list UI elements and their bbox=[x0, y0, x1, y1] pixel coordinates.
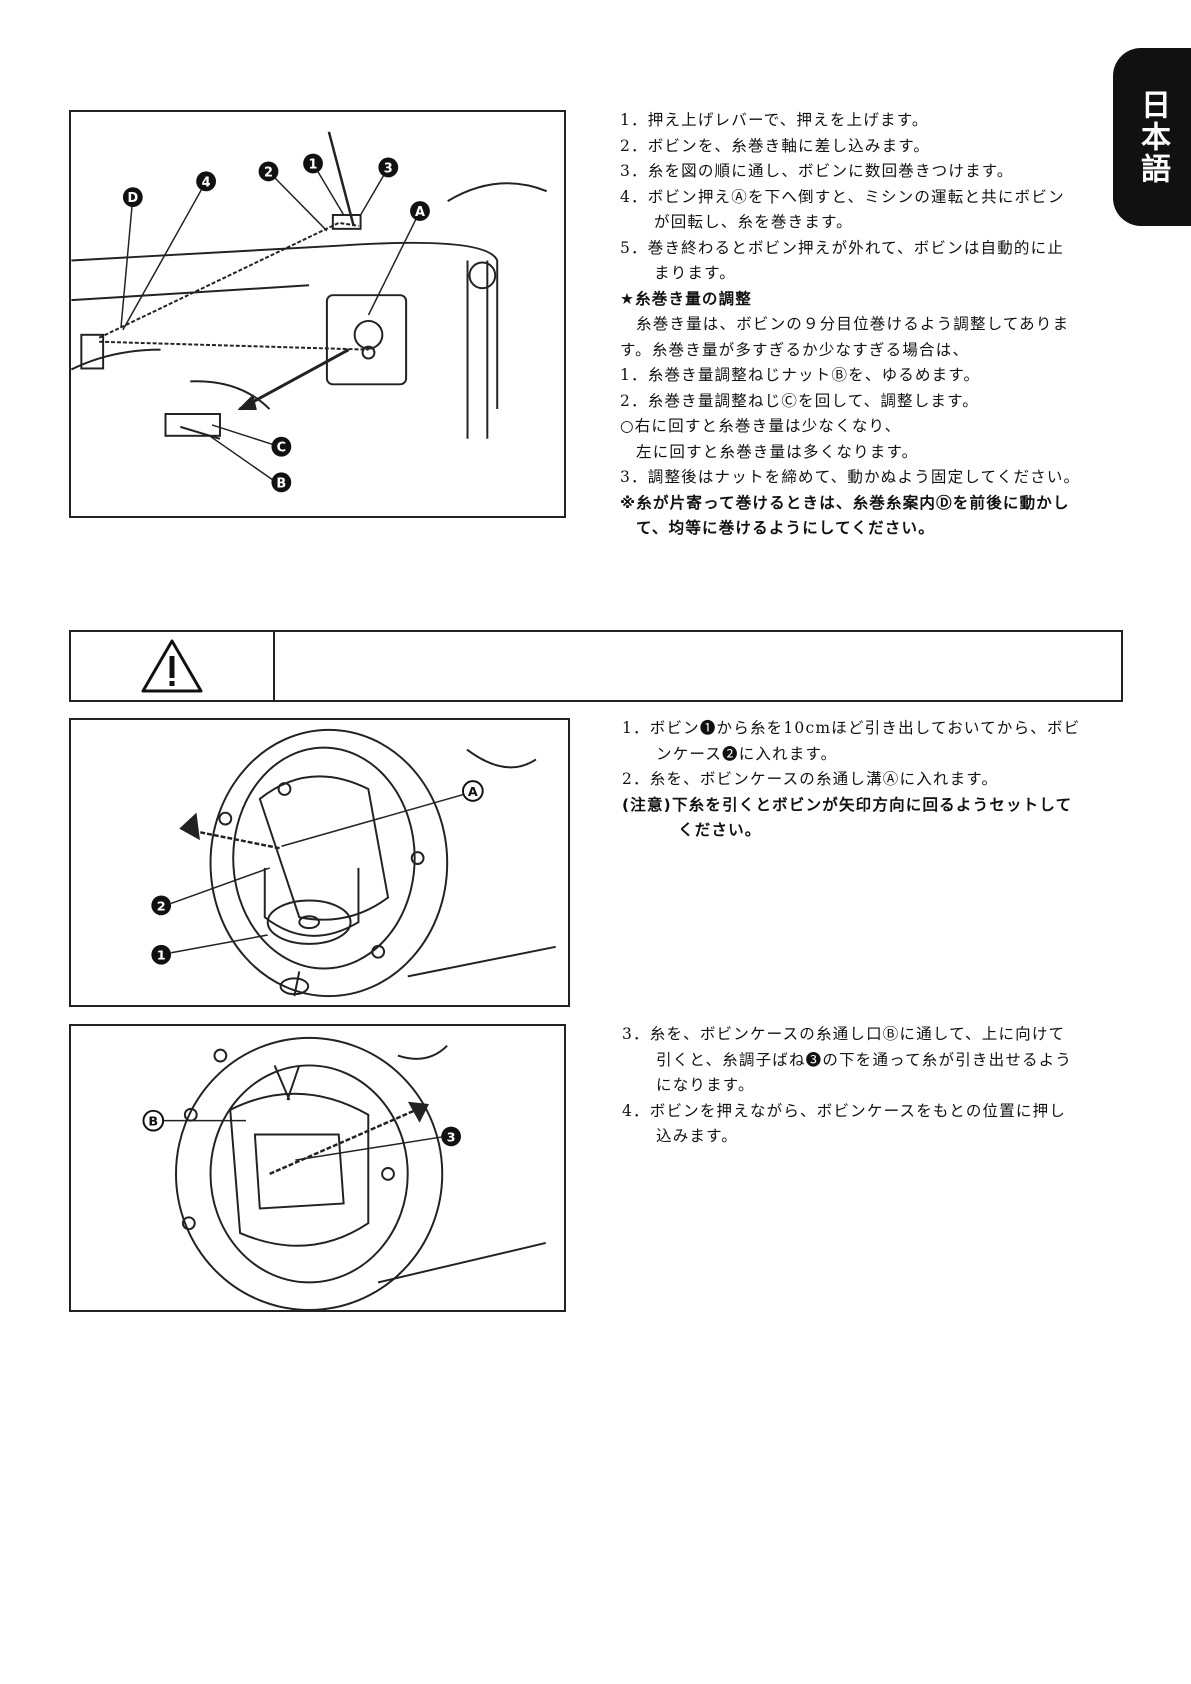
svg-text:B: B bbox=[148, 1115, 158, 1130]
instruction-line: 1．押え上げレバーで、押えを上げます。 bbox=[620, 111, 929, 129]
callout-d: D bbox=[122, 187, 143, 208]
instruction-line: 3．糸を、ボビンケースの糸通し口Ⓑに通して、上に向けて bbox=[622, 1025, 1066, 1043]
callout-a: A bbox=[410, 201, 430, 221]
instruction-line: 4．ボビンを押えながら、ボビンケースをもとの位置に押し bbox=[622, 1101, 1067, 1120]
svg-text:A: A bbox=[415, 205, 425, 220]
caution-line: (注意)下糸を引くとボビンが矢印方向に回るようセットして bbox=[622, 795, 1073, 814]
section-heading: ★糸巻き量の調整 bbox=[620, 289, 752, 308]
instruction-line: す。糸巻き量が多すぎるか少なすぎる場合は、 bbox=[620, 340, 970, 359]
note-line: ※糸が片寄って巻けるときは、糸巻糸案内Ⓓを前後に動かし bbox=[620, 493, 1070, 512]
instruction-line: 3．調整後はナットを締めて、動かぬよう固定してください。 bbox=[620, 468, 1081, 486]
callout-a: A bbox=[462, 780, 484, 802]
instruction-line: 3．糸を図の順に通し、ボビンに数回巻きつけます。 bbox=[620, 162, 1014, 180]
warning-triangle-icon bbox=[141, 639, 203, 693]
warning-icon-cell bbox=[71, 632, 275, 700]
bobbin-case-illustration: A 2 1 bbox=[151, 728, 556, 998]
bobbin-winder-figure: D 4 2 1 3 A C B bbox=[69, 110, 566, 518]
callout-1: 1 bbox=[151, 944, 172, 965]
callout-b: B bbox=[142, 1109, 165, 1132]
instruction-line: 1．ボビン❶から糸を10cmほど引き出しておいてから、ボビ bbox=[622, 719, 1081, 737]
instruction-line: 4．ボビン押えⒶを下へ倒すと、ミシンの運転と共にボビン bbox=[620, 187, 1065, 206]
language-tab: 日本語 bbox=[1113, 48, 1191, 226]
instruction-line: 2．ボビンを、糸巻き軸に差し込みます。 bbox=[620, 136, 931, 155]
callout-2: 2 bbox=[151, 895, 172, 916]
callout-2: 2 bbox=[258, 161, 279, 182]
instruction-line: 1．糸巻き量調整ねじナットⒷを、ゆるめます。 bbox=[620, 366, 981, 384]
instruction-line: が回転し、糸を巻きます。 bbox=[654, 213, 853, 231]
svg-text:2: 2 bbox=[157, 899, 166, 914]
instruction-line: 左に回すと糸巻き量は多くなります。 bbox=[636, 442, 919, 461]
svg-text:B: B bbox=[276, 476, 286, 491]
svg-text:3: 3 bbox=[447, 1130, 456, 1145]
instruction-line: 5．巻き終わるとボビン押えが外れて、ボビンは自動的に止 bbox=[620, 238, 1065, 257]
instruction-line: 込みます。 bbox=[656, 1127, 738, 1145]
thread-tension-instructions: 3．糸を、ボビンケースの糸通し口Ⓑに通して、上に向けて 引くと、糸調子ばね❸の下… bbox=[622, 1022, 1072, 1150]
instruction-line: 糸巻き量は、ボビンの９分目位巻けるよう調整してありま bbox=[636, 315, 1070, 333]
instruction-line: ンケース❷に入れます。 bbox=[656, 744, 838, 763]
svg-text:2: 2 bbox=[264, 165, 273, 180]
callout-3: 3 bbox=[441, 1126, 461, 1147]
callout-b: B bbox=[271, 472, 292, 493]
instruction-line: ○右に回すと糸巻き量は少なくなり、 bbox=[620, 417, 902, 435]
svg-text:1: 1 bbox=[309, 157, 318, 172]
caution-line: ください。 bbox=[678, 821, 762, 839]
svg-text:3: 3 bbox=[384, 161, 393, 176]
instruction-line: まります。 bbox=[654, 264, 736, 282]
svg-text:C: C bbox=[277, 441, 286, 456]
instruction-line: になります。 bbox=[656, 1076, 755, 1094]
instruction-line: 引くと、糸調子ばね❸の下を通って糸が引き出せるよう bbox=[656, 1050, 1073, 1069]
instruction-line: 2．糸巻き量調整ねじⒸを回して、調整します。 bbox=[620, 391, 979, 410]
callout-c: C bbox=[271, 436, 292, 457]
warning-text bbox=[275, 632, 1121, 700]
thread-tension-figure: B 3 bbox=[69, 1024, 566, 1312]
bobbin-winder-illustration: D 4 2 1 3 A C B bbox=[71, 131, 548, 493]
svg-text:A: A bbox=[468, 785, 478, 800]
bobbin-case-figure: A 2 1 bbox=[69, 718, 570, 1007]
svg-text:D: D bbox=[127, 191, 138, 206]
language-tab-label: 日本語 bbox=[1135, 89, 1170, 185]
callout-4: 4 bbox=[196, 171, 217, 192]
callout-3: 3 bbox=[378, 157, 399, 178]
bobbin-insertion-instructions: 1．ボビン❶から糸を10cmほど引き出しておいてから、ボビ ンケース❷に入れます… bbox=[622, 716, 1080, 844]
note-line: て、均等に巻けるようにしてください。 bbox=[636, 519, 935, 537]
callout-1: 1 bbox=[303, 153, 323, 174]
thread-tension-illustration: B 3 bbox=[142, 1036, 547, 1310]
svg-text:1: 1 bbox=[157, 949, 166, 964]
warning-box bbox=[69, 630, 1123, 702]
instruction-line: 2．糸を、ボビンケースの糸通し溝Ⓐに入れます。 bbox=[622, 770, 999, 788]
svg-text:4: 4 bbox=[202, 175, 211, 190]
bobbin-winding-instructions: 1．押え上げレバーで、押えを上げます。 2．ボビンを、糸巻き軸に差し込みます。 … bbox=[620, 108, 1080, 542]
